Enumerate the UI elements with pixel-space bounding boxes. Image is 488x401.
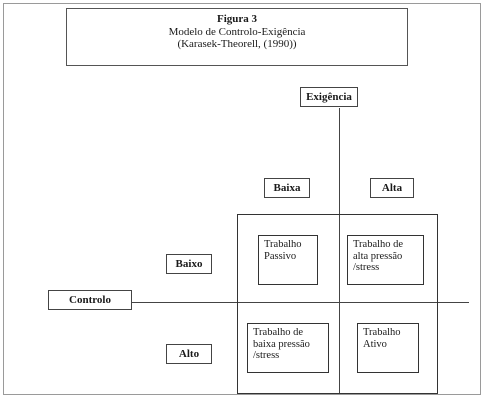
quadrant-high-strain: Trabalho de alta pressão /stress xyxy=(347,235,424,285)
quadrant-grid xyxy=(237,214,438,394)
horizontal-axis-line xyxy=(132,302,469,303)
demand-high-label: Alta xyxy=(370,178,414,198)
demand-low-label: Baixa xyxy=(264,178,310,198)
quadrant-active: Trabalho Ativo xyxy=(357,323,419,373)
demand-axis-label: Exigência xyxy=(300,87,358,107)
quadrant-passive: Trabalho Passivo xyxy=(258,235,318,285)
figure-number: Figura 3 xyxy=(216,13,258,25)
figure-citation: (Karasek-Theorell, (1990)) xyxy=(177,38,297,50)
control-axis-label: Controlo xyxy=(48,290,132,310)
control-high-label: Alto xyxy=(166,344,212,364)
control-low-label: Baixo xyxy=(166,254,212,274)
figure-title-box: Figura 3 Modelo de Controlo-Exigência (K… xyxy=(66,8,408,66)
vertical-axis-line xyxy=(339,108,340,394)
figure-frame xyxy=(3,3,481,395)
quadrant-low-strain: Trabalho de baixa pressão /stress xyxy=(247,323,329,373)
figure-subtitle: Modelo de Controlo-Exigência xyxy=(168,25,306,38)
